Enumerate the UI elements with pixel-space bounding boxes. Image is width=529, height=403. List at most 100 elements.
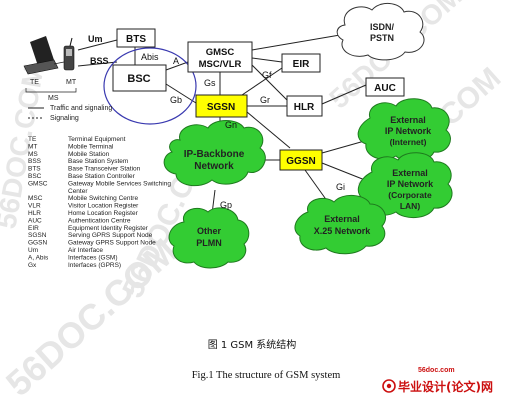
legend-abbr: BSS [28,158,42,165]
cloud-other-plmn [168,207,250,269]
legend-abbr: GMSC [28,180,48,187]
node-bsc[interactable]: BSC [112,64,167,92]
ms-label: MS [48,95,59,102]
legend-abbr: BSC [28,173,42,180]
logo-site-text: 56doc.com [418,367,455,374]
legend-abbr: MSC [28,195,43,202]
bsc-label: BSC [127,73,150,85]
bss-link [77,61,118,67]
legend-abbr: SGSN [28,232,47,239]
iface-gp: Gp [220,200,232,210]
hlr-auc-link [321,84,367,105]
legend-desc: Base Station System [68,158,128,165]
ip-backbone-label-2: Network [194,161,234,172]
iface-gr: Gr [260,95,270,105]
legend-desc: Equipment Identity Register [68,225,149,232]
iface-um: Um [88,34,103,44]
gmsc-eir-link [251,57,283,63]
sgsn-label: SGSN [207,102,235,113]
watermark: 56DOC.COM [0,62,50,231]
iface-gi: Gi [336,182,345,192]
node-sgsn[interactable]: SGSN [195,94,248,118]
pstn-label: PSTN [370,33,394,43]
ip-backbone-label: IP-Backbone [184,149,245,160]
plmn-label-1: Other [197,226,222,236]
mobile-phone-icon [63,37,75,71]
te-label: TE [30,79,39,86]
msc-vlr-label: MSC/VLR [199,59,242,70]
legend-desc: Base Station Controller [68,173,136,180]
gmsc-isdn-link [251,34,341,51]
gf-link [241,67,283,96]
node-hlr[interactable]: HLR [286,95,323,117]
bss-highlight-ellipse [103,47,197,125]
legend-desc: Base Transceiver Station [68,166,141,173]
legend-desc: Gateway GPRS Support Node [68,240,156,247]
logo-emblem-center [386,383,392,389]
legend-abbr: HLR [28,210,41,217]
legend-abbr: GGSN [28,240,47,247]
x25-label-1: External [324,214,360,224]
iface-abis: Abis [141,52,159,62]
legend-abbr: MS [28,151,38,158]
iface-gn: Gn [225,120,237,130]
caption-chinese: 图 1 GSM 系统结构 [208,338,297,351]
plmn-label-2: PLMN [196,238,222,248]
legend-abbr: TE [28,136,37,143]
legend-desc: Serving GPRS Support Node [68,232,153,239]
ggsn-corp-link [321,162,371,183]
um-link [77,39,118,51]
ext-corp-label-1: External [392,168,428,178]
logo-text: 毕业设计(论文)网 [398,379,493,394]
ggsn-label: GGSN [286,156,315,167]
mt-label: MT [66,79,77,86]
cloud-ip-backbone [163,120,266,187]
legend-desc: Mobile Terminal [68,143,114,150]
iface-gs: Gs [204,78,216,88]
node-eir[interactable]: EIR [281,53,321,73]
node-auc[interactable]: AUC [365,77,405,97]
legend-abbr: Gx [28,262,37,269]
ext-corp-label-4: LAN) [400,201,420,211]
ext-internet-label-3: (Internet) [390,137,427,147]
legend-abbr: BTS [28,166,41,173]
a-link [165,61,189,71]
auc-label: AUC [374,83,396,94]
eir-label: EIR [293,59,310,70]
bts-label: BTS [126,34,146,45]
traffic-legend-label: Traffic and signaling [50,105,112,112]
node-ggsn[interactable]: GGSN [279,149,323,171]
ext-corp-label-2: IP Network [387,179,434,189]
legend-desc: Mobile Station [68,151,110,158]
cloud-external-x25 [294,195,386,255]
legend-abbr: AUC [28,217,42,224]
node-bts[interactable]: BTS [116,28,156,48]
node-gmsc-msc-vlr[interactable]: GMSC MSC/VLR [187,41,253,73]
hlr-label: HLR [294,102,315,113]
legend-desc: Mobile Switching Centre [68,195,138,202]
legend-abbr: VLR [28,203,41,210]
legend-desc: Interfaces (GSM) [68,254,117,261]
legend-desc: Center [68,188,88,195]
laptop-icon [23,36,59,75]
legend-desc: Visitor Location Register [68,203,139,210]
gb-link [165,83,197,104]
iface-gb: Gb [170,95,182,105]
legend-desc: Home Location Register [68,210,139,217]
legend-desc: Air Interface [68,247,103,254]
legend-abbr: MT [28,143,37,150]
ms-bracket [25,88,77,93]
iface-gf: Gf [262,70,272,80]
legend-desc: Interfaces (GPRS) [68,262,121,269]
signaling-legend-label: Signaling [50,115,79,122]
ext-corp-label-3: (Corporate [388,190,432,200]
iface-a: A [173,56,179,66]
gmsc-label: GMSC [206,47,235,58]
ext-internet-label-1: External [390,115,426,125]
legend-desc: Authentication Centre [68,217,131,224]
legend-desc: Gateway Mobile Services Switching [68,180,171,187]
connection-lines [77,34,371,215]
sgsn-ggsn-diag [246,111,291,149]
